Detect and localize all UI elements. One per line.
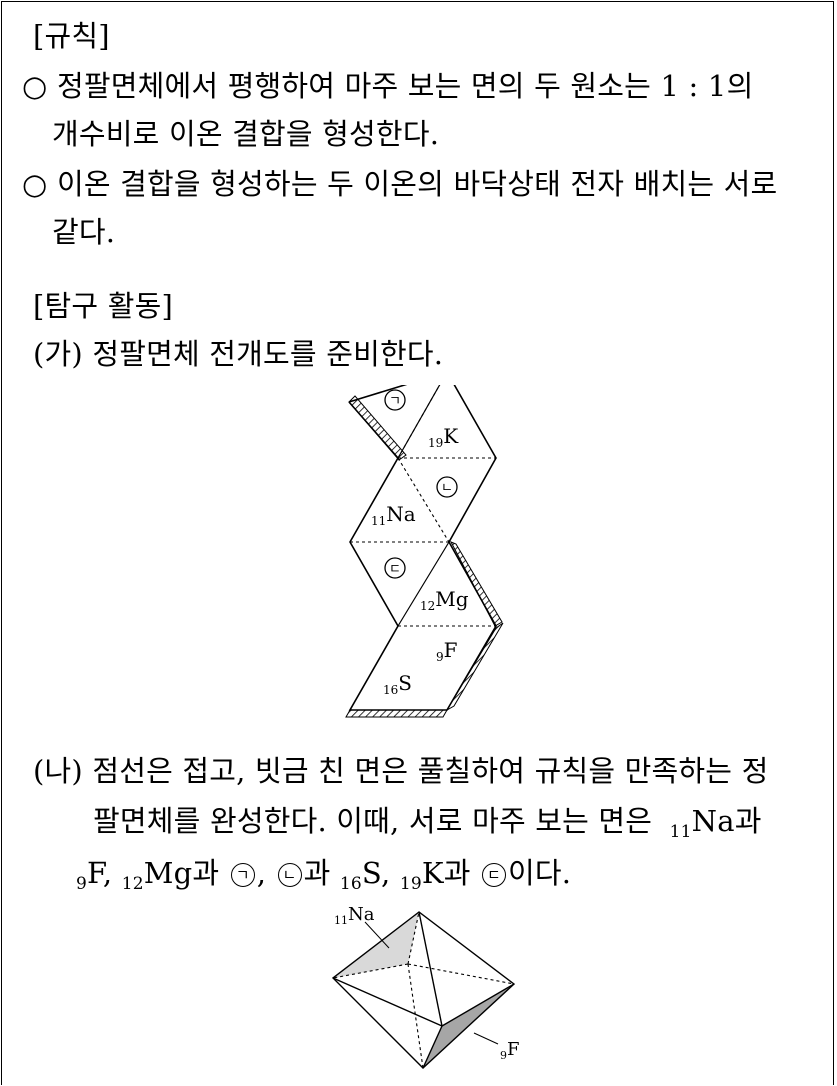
rule-2-line-2: 같다. — [52, 215, 116, 249]
step-b-line-2: 팔면체를 완성한다. 이때, 서로 마주 보는 면은 11Na과 — [93, 798, 762, 842]
net-edge-solid-2 — [397, 541, 450, 627]
octahedron-diagram: 11Na 9F — [331, 905, 520, 1069]
svg-text:ㄴ: ㄴ — [441, 481, 453, 496]
net-outline — [348, 385, 497, 711]
leader-f — [473, 1032, 499, 1045]
pair-mg: 12Mg과 — [121, 856, 220, 894]
leader-na — [364, 921, 390, 949]
octa-label-na: 11Na — [334, 905, 375, 927]
glue-flap-right — [449, 541, 503, 627]
face-label-na: 11Na — [371, 502, 416, 528]
hidden-edges — [332, 911, 515, 1069]
visible-edges — [331, 911, 516, 1069]
svg-text:ㄱ: ㄱ — [389, 394, 401, 409]
step-b-line-1: (나) 점선은 접고, 빗금 친 면은 풀칠하여 규칙을 만족하는 정 — [33, 748, 768, 790]
pair-f: 9F, — [76, 856, 113, 894]
face-label-s: 16S — [383, 671, 412, 697]
step-b-prefix: (나) — [33, 754, 83, 788]
svg-text:ㄷ: ㄷ — [389, 562, 401, 577]
bullet: ○ — [22, 69, 48, 103]
rule-2-line-1: ○ 이온 결합을 형성하는 두 이온의 바닥상태 전자 배치는 서로 — [22, 161, 777, 203]
face-label-k: 19K — [428, 424, 459, 450]
step-a-text: (가) 정팔면체 전개도를 준비한다. — [33, 337, 444, 371]
bullet: ○ — [22, 167, 48, 201]
rule-1-line-2: 개수비로 이온 결합을 형성한다. — [52, 117, 440, 151]
rule-1-line-1: ○ 정팔면체에서 평행하여 마주 보는 면의 두 원소는 1 : 1의 — [22, 63, 753, 105]
octahedron-net-diagram: ㄱ 19K ㄴ 11Na ㄷ 12Mg 9F 16S — [345, 385, 504, 718]
circled-giyeok: ㄱ — [230, 863, 255, 887]
step-b-text-2: 팔면체를 완성한다. 이때, 서로 마주 보는 면은 — [93, 804, 653, 838]
pair-na: 11Na과 — [669, 804, 762, 842]
glue-flap-bottom — [345, 709, 448, 718]
rule-2-text-1: 이온 결합을 형성하는 두 이온의 바닥상태 전자 배치는 서로 — [56, 167, 778, 201]
pair-s: 16S, — [339, 856, 391, 894]
symbol-giyeok-face: ㄱ — [384, 389, 406, 411]
activity-title: [탐구 활동] — [33, 289, 173, 323]
rule-1-text-1: 정팔면체에서 평행하여 마주 보는 면의 두 원소는 1 : 1의 — [56, 69, 754, 103]
circled-nieun: ㄴ — [277, 863, 302, 887]
face-label-f: 9F — [436, 638, 458, 664]
symbol-nieun-face: ㄴ — [436, 476, 458, 498]
symbol-digeut-face: ㄷ — [384, 557, 406, 579]
step-b-text-1: 점선은 접고, 빗금 친 면은 풀칠하여 규칙을 만족하는 정 — [92, 754, 769, 788]
rule-title: [규칙] — [33, 19, 110, 53]
fold-lines — [350, 385, 496, 627]
octa-label-f: 9F — [500, 1039, 520, 1062]
circled-digeut: ㄷ — [482, 863, 507, 887]
face-label-mg: 12Mg — [420, 587, 469, 613]
pair-k: 19K과 — [399, 856, 471, 894]
